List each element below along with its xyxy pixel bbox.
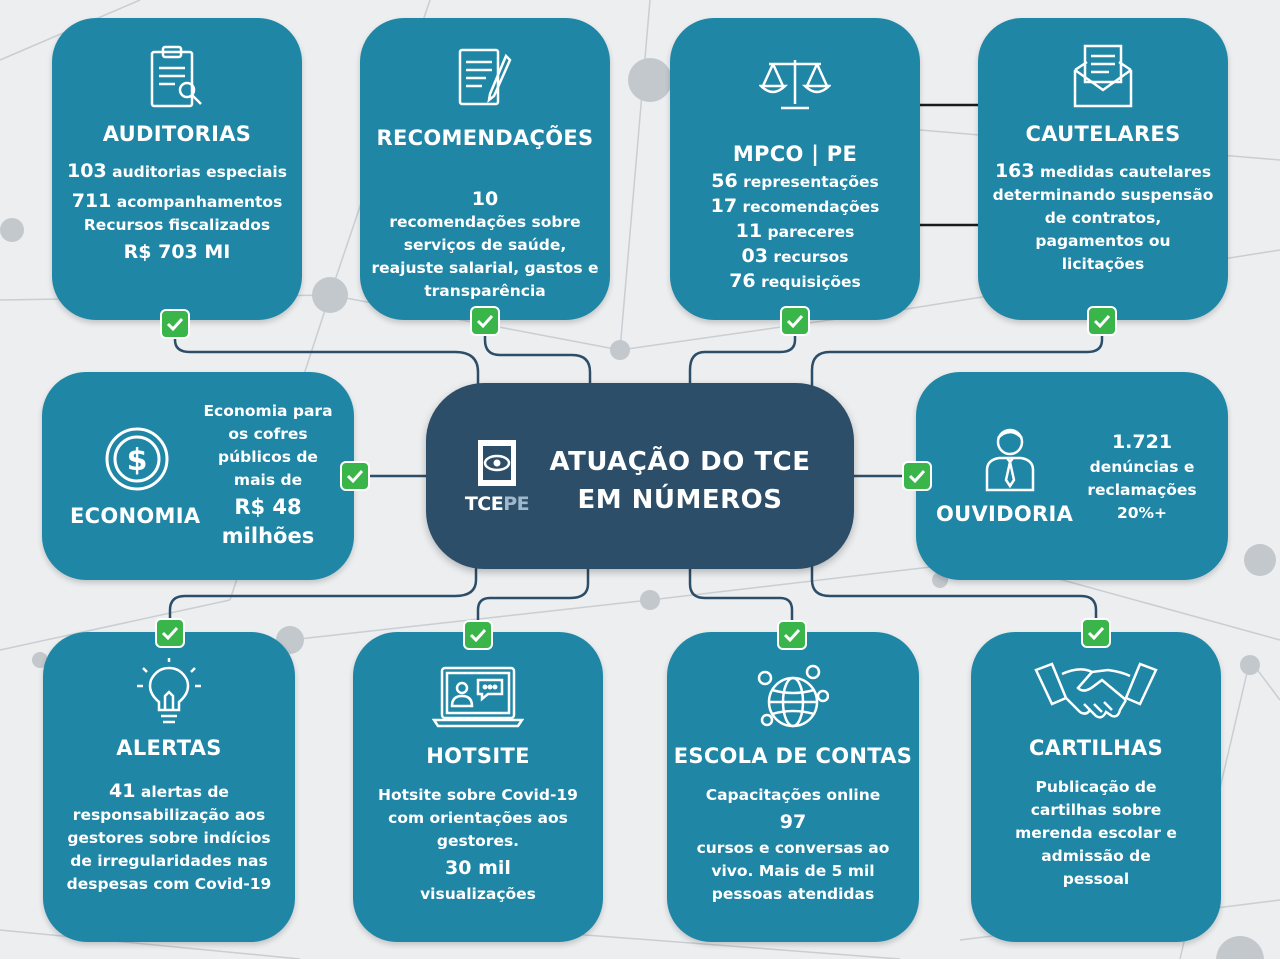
card-alertas: ALERTAS 41 alertas de responsabilização … — [43, 618, 295, 942]
card-recomendacoes: RECOMENDAÇÕES 10 recomendações sobre ser… — [360, 18, 610, 336]
laptop-chat-icon — [432, 664, 524, 730]
check-icon — [470, 306, 500, 336]
lightbulb-icon — [137, 658, 201, 728]
card-hotsite: HOTSITE Hotsite sobre Covid-19 com orien… — [353, 620, 603, 942]
card-title: RECOMENDAÇÕES — [376, 126, 594, 150]
card-title: ESCOLA DE CONTAS — [673, 744, 913, 768]
card-title: CAUTELARES — [1025, 122, 1181, 146]
card-body: Hotsite sobre Covid-19 com orientações a… — [378, 786, 578, 903]
dollar-coin-icon: $ — [104, 426, 170, 492]
card-body: Publicação de cartilhas sobre merenda es… — [1015, 778, 1177, 888]
document-pen-icon — [456, 46, 514, 112]
card-body: 103 auditorias especiais 711 acompanhame… — [67, 160, 287, 263]
card-title: CARTILHAS — [1028, 736, 1164, 760]
svg-text:$: $ — [127, 443, 148, 478]
check-icon — [155, 618, 185, 648]
card-title: OUVIDORIA — [936, 502, 1074, 526]
card-cautelares: CAUTELARES 163 medidas cautelares determ… — [978, 18, 1228, 336]
card-body: 1.721 denúncias e reclamações 20%+ — [1087, 431, 1197, 522]
check-icon — [780, 306, 810, 336]
clipboard-search-icon — [147, 44, 207, 110]
check-icon — [1087, 306, 1117, 336]
card-body: 163 medidas cautelares determinando susp… — [992, 160, 1214, 273]
check-icon — [777, 620, 807, 650]
check-icon — [160, 309, 190, 339]
tce-eye-logo-icon — [474, 438, 520, 492]
tce-logo-text: TCEPE — [464, 493, 530, 515]
card-auditorias: AUDITORIAS 103 auditorias especiais 711 … — [52, 18, 302, 339]
card-ouvidoria: OUVIDORIA 1.721 denúncias e reclamações … — [902, 372, 1228, 580]
globe-people-icon — [757, 662, 829, 732]
card-economia: $ ECONOMIA Economia para os cofres públi… — [42, 372, 370, 580]
check-icon — [463, 620, 493, 650]
card-title: ALERTAS — [116, 736, 222, 760]
card-title: HOTSITE — [426, 744, 530, 768]
card-title: AUDITORIAS — [102, 122, 252, 146]
card-escola-de-contas: ESCOLA DE CONTAS Capacitações online 97 … — [667, 620, 919, 942]
check-icon — [902, 461, 932, 491]
card-cartilhas: CARTILHAS Publicação de cartilhas sobre … — [971, 618, 1221, 942]
card-body: 10 recomendações sobre serviços de saúde… — [371, 188, 599, 300]
page-title: ATUAÇÃO DO TCE EM NÚMEROS — [549, 447, 811, 515]
card-body: 41 alertas de responsabilização aos gest… — [66, 780, 272, 893]
card-mpco: MPCO | PE 56 representações 17 recomenda… — [670, 18, 920, 336]
card-title: ECONOMIA — [70, 504, 201, 528]
scales-icon — [759, 54, 831, 112]
card-body: 56 representações 17 recomendações 11 pa… — [710, 170, 880, 292]
handshake-icon — [1032, 660, 1160, 726]
center-title-box: TCEPE ATUAÇÃO DO TCE EM NÚMEROS — [426, 383, 854, 569]
card-body: Economia para os cofres públicos de mais… — [203, 402, 333, 548]
envelope-icon — [1071, 42, 1135, 110]
card-body: Capacitações online 97 cursos e conversa… — [696, 786, 890, 903]
check-icon — [340, 461, 370, 491]
person-tie-icon — [983, 424, 1037, 492]
card-title: MPCO | PE — [732, 142, 858, 166]
check-icon — [1081, 618, 1111, 648]
